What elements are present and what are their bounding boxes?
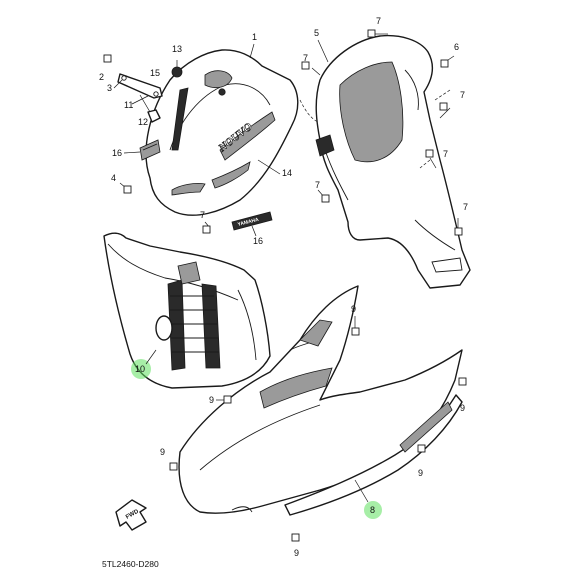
callout-13: 13 [172,44,182,54]
screw-9-mid [223,395,232,404]
callout-16-bottom: 16 [253,236,263,246]
screw-4 [119,182,132,194]
screw-7-left-inner [301,61,321,76]
callout-8: 8 [370,505,375,515]
fastener-screws [103,29,467,542]
front-cover-part-1: NOUVO [145,49,299,216]
callout-6: 6 [454,42,459,52]
screw-6 [440,55,455,68]
callout-7-top: 7 [376,16,381,26]
callout-15: 15 [150,68,160,78]
screw-9-left-low [169,462,178,471]
screw-7-c [317,189,330,203]
callout-4: 4 [111,173,116,183]
callout-7-left: 7 [303,53,308,63]
screw-7-d [454,218,463,236]
part-callouts: 1 2 3 4 5 6 7 7 7 7 7 7 7 8 9 9 9 9 9 9 … [99,16,468,558]
bracket-parts-11-12-15 [117,73,163,123]
callout-9-right: 9 [351,304,356,314]
screw-9-right-low [417,444,426,453]
callout-7-a: 7 [460,90,465,100]
screw-2 [103,54,112,63]
callout-1: 1 [252,32,257,42]
drawing-code: 5TL2460-D280 [102,559,159,569]
callout-7-b: 7 [443,149,448,159]
leg-shield-grille [167,279,221,371]
inner-panel-part-5 [299,34,471,289]
callout-9-bottom: 9 [294,548,299,558]
callout-7-d: 7 [463,202,468,212]
forward-direction-arrow: FWD [115,499,147,531]
callout-16-left: 16 [112,148,122,158]
callout-9-far-right: 9 [460,403,465,413]
emblem-part-16-left [139,139,161,161]
callout-12: 12 [138,117,148,127]
callout-9-right-low: 9 [418,468,423,478]
screw-9-far-right [458,377,467,386]
callout-14: 14 [282,168,292,178]
callout-3: 3 [107,83,112,93]
callout-2: 2 [99,72,104,82]
screw-9-bottom [291,533,300,542]
callout-5: 5 [314,28,319,38]
brand-badge-text: YAMAHA [237,217,260,228]
screw-7-a [439,102,451,119]
callout-9-left-low: 9 [160,447,165,457]
callout-8-highlight [364,501,382,519]
callout-9-mid: 9 [209,395,214,405]
callout-7-front: 7 [200,210,205,220]
screw-9-right [351,316,360,336]
screw-7-front [202,221,211,234]
screw-7-top [367,29,388,38]
callout-7-c: 7 [315,180,320,190]
callout-10: 10 [135,364,145,374]
lower-cover-part-8 [178,285,463,516]
screw-7-b [425,149,437,169]
leg-shield-part-10 [103,232,271,389]
brand-badge-part-16: YAMAHA [231,211,273,231]
callout-11: 11 [124,100,133,110]
emblem-part-13 [171,60,183,78]
